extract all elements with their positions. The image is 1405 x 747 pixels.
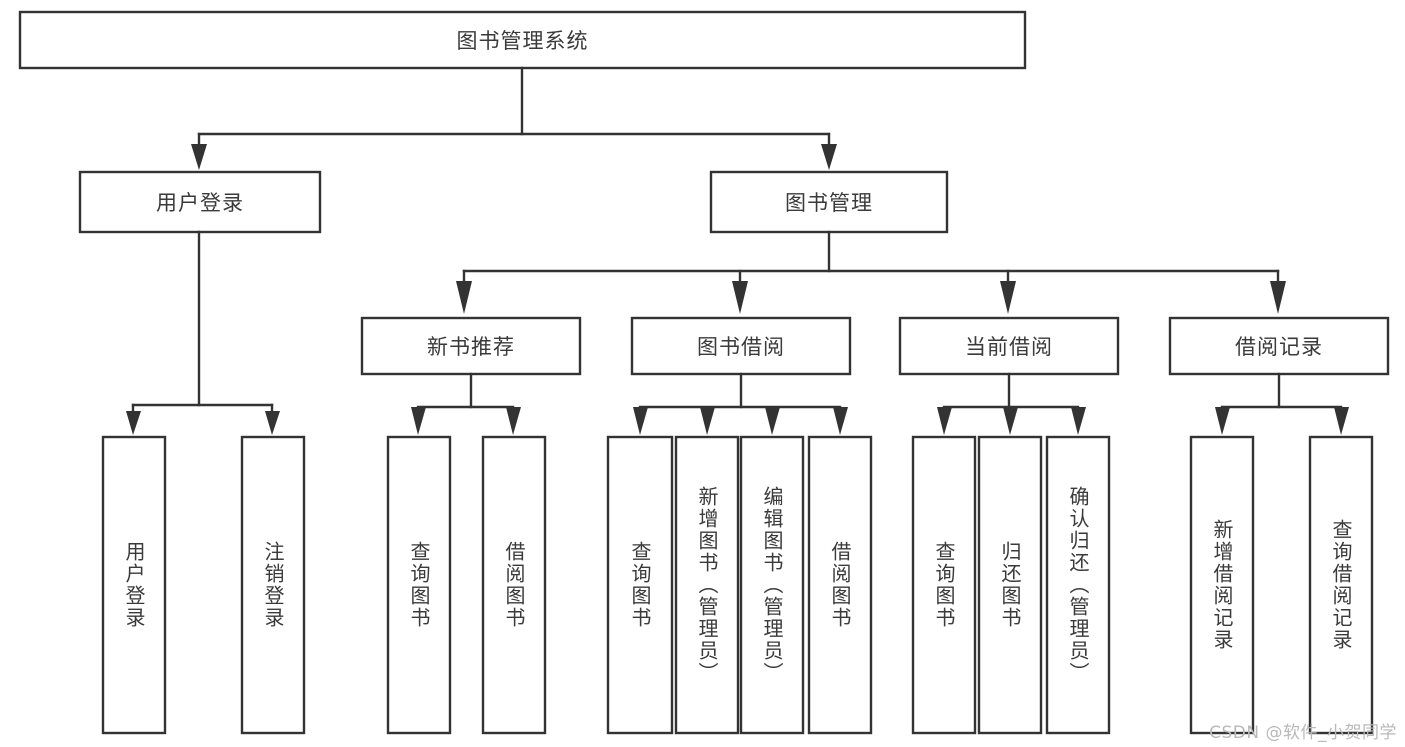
arrowhead-borrow-record-leaf-2 bbox=[1334, 407, 1349, 435]
node-leaf-borrow-book-b-box[interactable] bbox=[807, 435, 873, 735]
arrowhead-book-manage-to-book-borrow bbox=[732, 281, 748, 314]
arrowhead-new-book-leaf-2 bbox=[506, 407, 521, 435]
node-leaf-query-book-c-box[interactable] bbox=[911, 435, 977, 735]
node-book-borrow-box[interactable] bbox=[630, 316, 852, 376]
arrowhead-new-book-leaf-1 bbox=[411, 407, 426, 435]
csdn-watermark: CSDN @软件_小贺同学 bbox=[1209, 723, 1397, 743]
node-root-box[interactable] bbox=[18, 10, 1027, 70]
arrowhead-user-login-leaf-2 bbox=[265, 411, 280, 435]
arrowhead-book-borrow-leaf-2 bbox=[700, 407, 715, 435]
node-user-login-box[interactable] bbox=[78, 170, 322, 234]
arrowhead-book-manage-to-new-book bbox=[456, 281, 472, 314]
node-leaf-return-book-box[interactable] bbox=[977, 435, 1043, 735]
node-leaf-query-book-a-box[interactable] bbox=[386, 435, 452, 735]
node-leaf-add-record-box[interactable] bbox=[1189, 435, 1255, 735]
arrowhead-current-borrow-leaf-2 bbox=[1003, 407, 1018, 435]
arrowhead-user-login-leaf-1 bbox=[126, 411, 141, 435]
node-leaf-add-book-box[interactable] bbox=[674, 435, 740, 735]
node-leaf-query-book-b-box[interactable] bbox=[606, 435, 674, 735]
node-new-book-recommend-box[interactable] bbox=[360, 316, 582, 376]
node-leaf-confirm-return-box[interactable] bbox=[1045, 435, 1111, 735]
arrowhead-book-borrow-leaf-3 bbox=[765, 407, 780, 435]
node-book-manage-box[interactable] bbox=[709, 170, 949, 234]
arrowhead-current-borrow-leaf-3 bbox=[1071, 407, 1086, 435]
arrowhead-book-borrow-leaf-1 bbox=[633, 407, 648, 435]
node-leaf-borrow-book-a-box[interactable] bbox=[481, 435, 547, 735]
arrowhead-book-manage-to-borrow-record bbox=[1270, 281, 1286, 314]
node-leaf-query-record-box[interactable] bbox=[1308, 435, 1374, 735]
arrowhead-current-borrow-leaf-1 bbox=[937, 407, 952, 435]
node-borrow-record-box[interactable] bbox=[1168, 316, 1390, 376]
arrowhead-root-to-book-manage bbox=[821, 144, 837, 170]
arrowhead-book-borrow-leaf-4 bbox=[833, 407, 848, 435]
arrowhead-book-manage-to-current-borrow bbox=[1000, 281, 1016, 314]
arrowhead-root-to-user-login bbox=[191, 144, 207, 170]
node-leaf-edit-book-box[interactable] bbox=[739, 435, 805, 735]
arrowhead-borrow-record-leaf-1 bbox=[1215, 407, 1230, 435]
node-current-borrow-box[interactable] bbox=[898, 316, 1120, 376]
node-leaf-logout-box[interactable] bbox=[240, 435, 306, 735]
node-leaf-user-login-box[interactable] bbox=[101, 435, 167, 735]
